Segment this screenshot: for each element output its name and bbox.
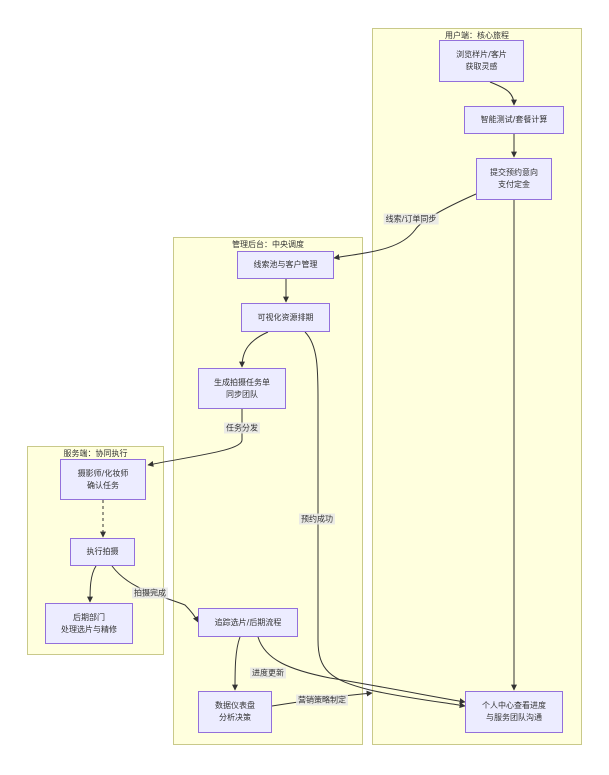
edge-shoot-to-track bbox=[111, 565, 199, 623]
node-label: 追踪选片/后期流程 bbox=[214, 617, 282, 627]
node-label: 摄影师/化妆师 bbox=[77, 468, 129, 478]
edge-track-to-center bbox=[257, 636, 466, 705]
node-label: 个人中心查看进度 bbox=[482, 701, 546, 710]
node-browse-samples[interactable]: 浏览样片/客片获取灵感 bbox=[439, 40, 524, 82]
node-label: 提交预约意向 bbox=[490, 168, 538, 177]
node-label: 与服务团队沟通 bbox=[486, 713, 542, 722]
node-label: 线索池与客户管理 bbox=[253, 260, 318, 269]
edge-label-shot-done: 拍摄完成 bbox=[132, 587, 168, 599]
cluster-title: 服务端：协同执行 bbox=[63, 449, 128, 458]
node-submit-booking[interactable]: 提交预约意向支付定金 bbox=[476, 158, 552, 200]
node-label: 获取灵感 bbox=[465, 62, 498, 71]
edge-label-strategy: 营销策略制定 bbox=[296, 694, 348, 706]
node-label: 处理选片与精修 bbox=[61, 624, 117, 634]
node-label: 后期部门 bbox=[73, 612, 105, 622]
node-label: 可视化资源排期 bbox=[257, 312, 314, 322]
edge-label-dispatch: 任务分发 bbox=[224, 422, 260, 434]
node-dashboard[interactable]: 数据仪表盘分析决策 bbox=[198, 691, 272, 733]
node-smart-calc[interactable]: 智能测试/套餐计算 bbox=[464, 106, 564, 134]
edge-label-booked: 预约成功 bbox=[299, 513, 335, 525]
edge-label-progress: 进度更新 bbox=[250, 667, 286, 679]
node-label: 浏览样片/客片 bbox=[456, 50, 507, 59]
edge-shoot-to-post bbox=[87, 565, 97, 603]
node-track-post[interactable]: 追踪选片/后期流程 bbox=[198, 608, 298, 637]
edge-label-lead-sync: 线索/订单同步 bbox=[383, 213, 439, 225]
node-label: 同步团队 bbox=[226, 389, 258, 399]
node-post-department[interactable]: 后期部门处理选片与精修 bbox=[45, 603, 133, 644]
node-generate-task[interactable]: 生成拍摄任务单同步团队 bbox=[198, 368, 286, 409]
edge-track-to-dashboard bbox=[232, 636, 241, 691]
node-label: 分析决策 bbox=[219, 713, 251, 722]
node-label: 生成拍摄任务单 bbox=[214, 377, 270, 387]
edge-schedule-to-task bbox=[239, 331, 269, 368]
edge-browse-to-calc bbox=[489, 81, 517, 106]
cluster-title: 管理后台：中央调度 bbox=[232, 240, 304, 249]
node-resource-schedule[interactable]: 可视化资源排期 bbox=[241, 303, 330, 332]
node-label: 支付定金 bbox=[498, 180, 530, 189]
node-leads-pool[interactable]: 线索池与客户管理 bbox=[237, 251, 334, 279]
node-label: 智能测试/套餐计算 bbox=[480, 115, 548, 124]
node-label: 确认任务 bbox=[86, 480, 119, 490]
edge-submit-to-leads bbox=[333, 193, 477, 261]
node-personal-center[interactable]: 个人中心查看进度与服务团队沟通 bbox=[465, 691, 563, 733]
node-label: 数据仪表盘 bbox=[215, 701, 255, 710]
cluster-title: 用户端：核心旅程 bbox=[445, 31, 509, 40]
node-execute-shoot[interactable]: 执行拍摄 bbox=[70, 538, 135, 566]
cluster-user-journey: 用户端：核心旅程 bbox=[372, 28, 582, 745]
node-confirm-task[interactable]: 摄影师/化妆师确认任务 bbox=[60, 459, 146, 500]
edge-task-to-confirm bbox=[147, 409, 243, 467]
edge-schedule-to-center bbox=[304, 331, 466, 709]
node-label: 执行拍摄 bbox=[86, 547, 119, 556]
